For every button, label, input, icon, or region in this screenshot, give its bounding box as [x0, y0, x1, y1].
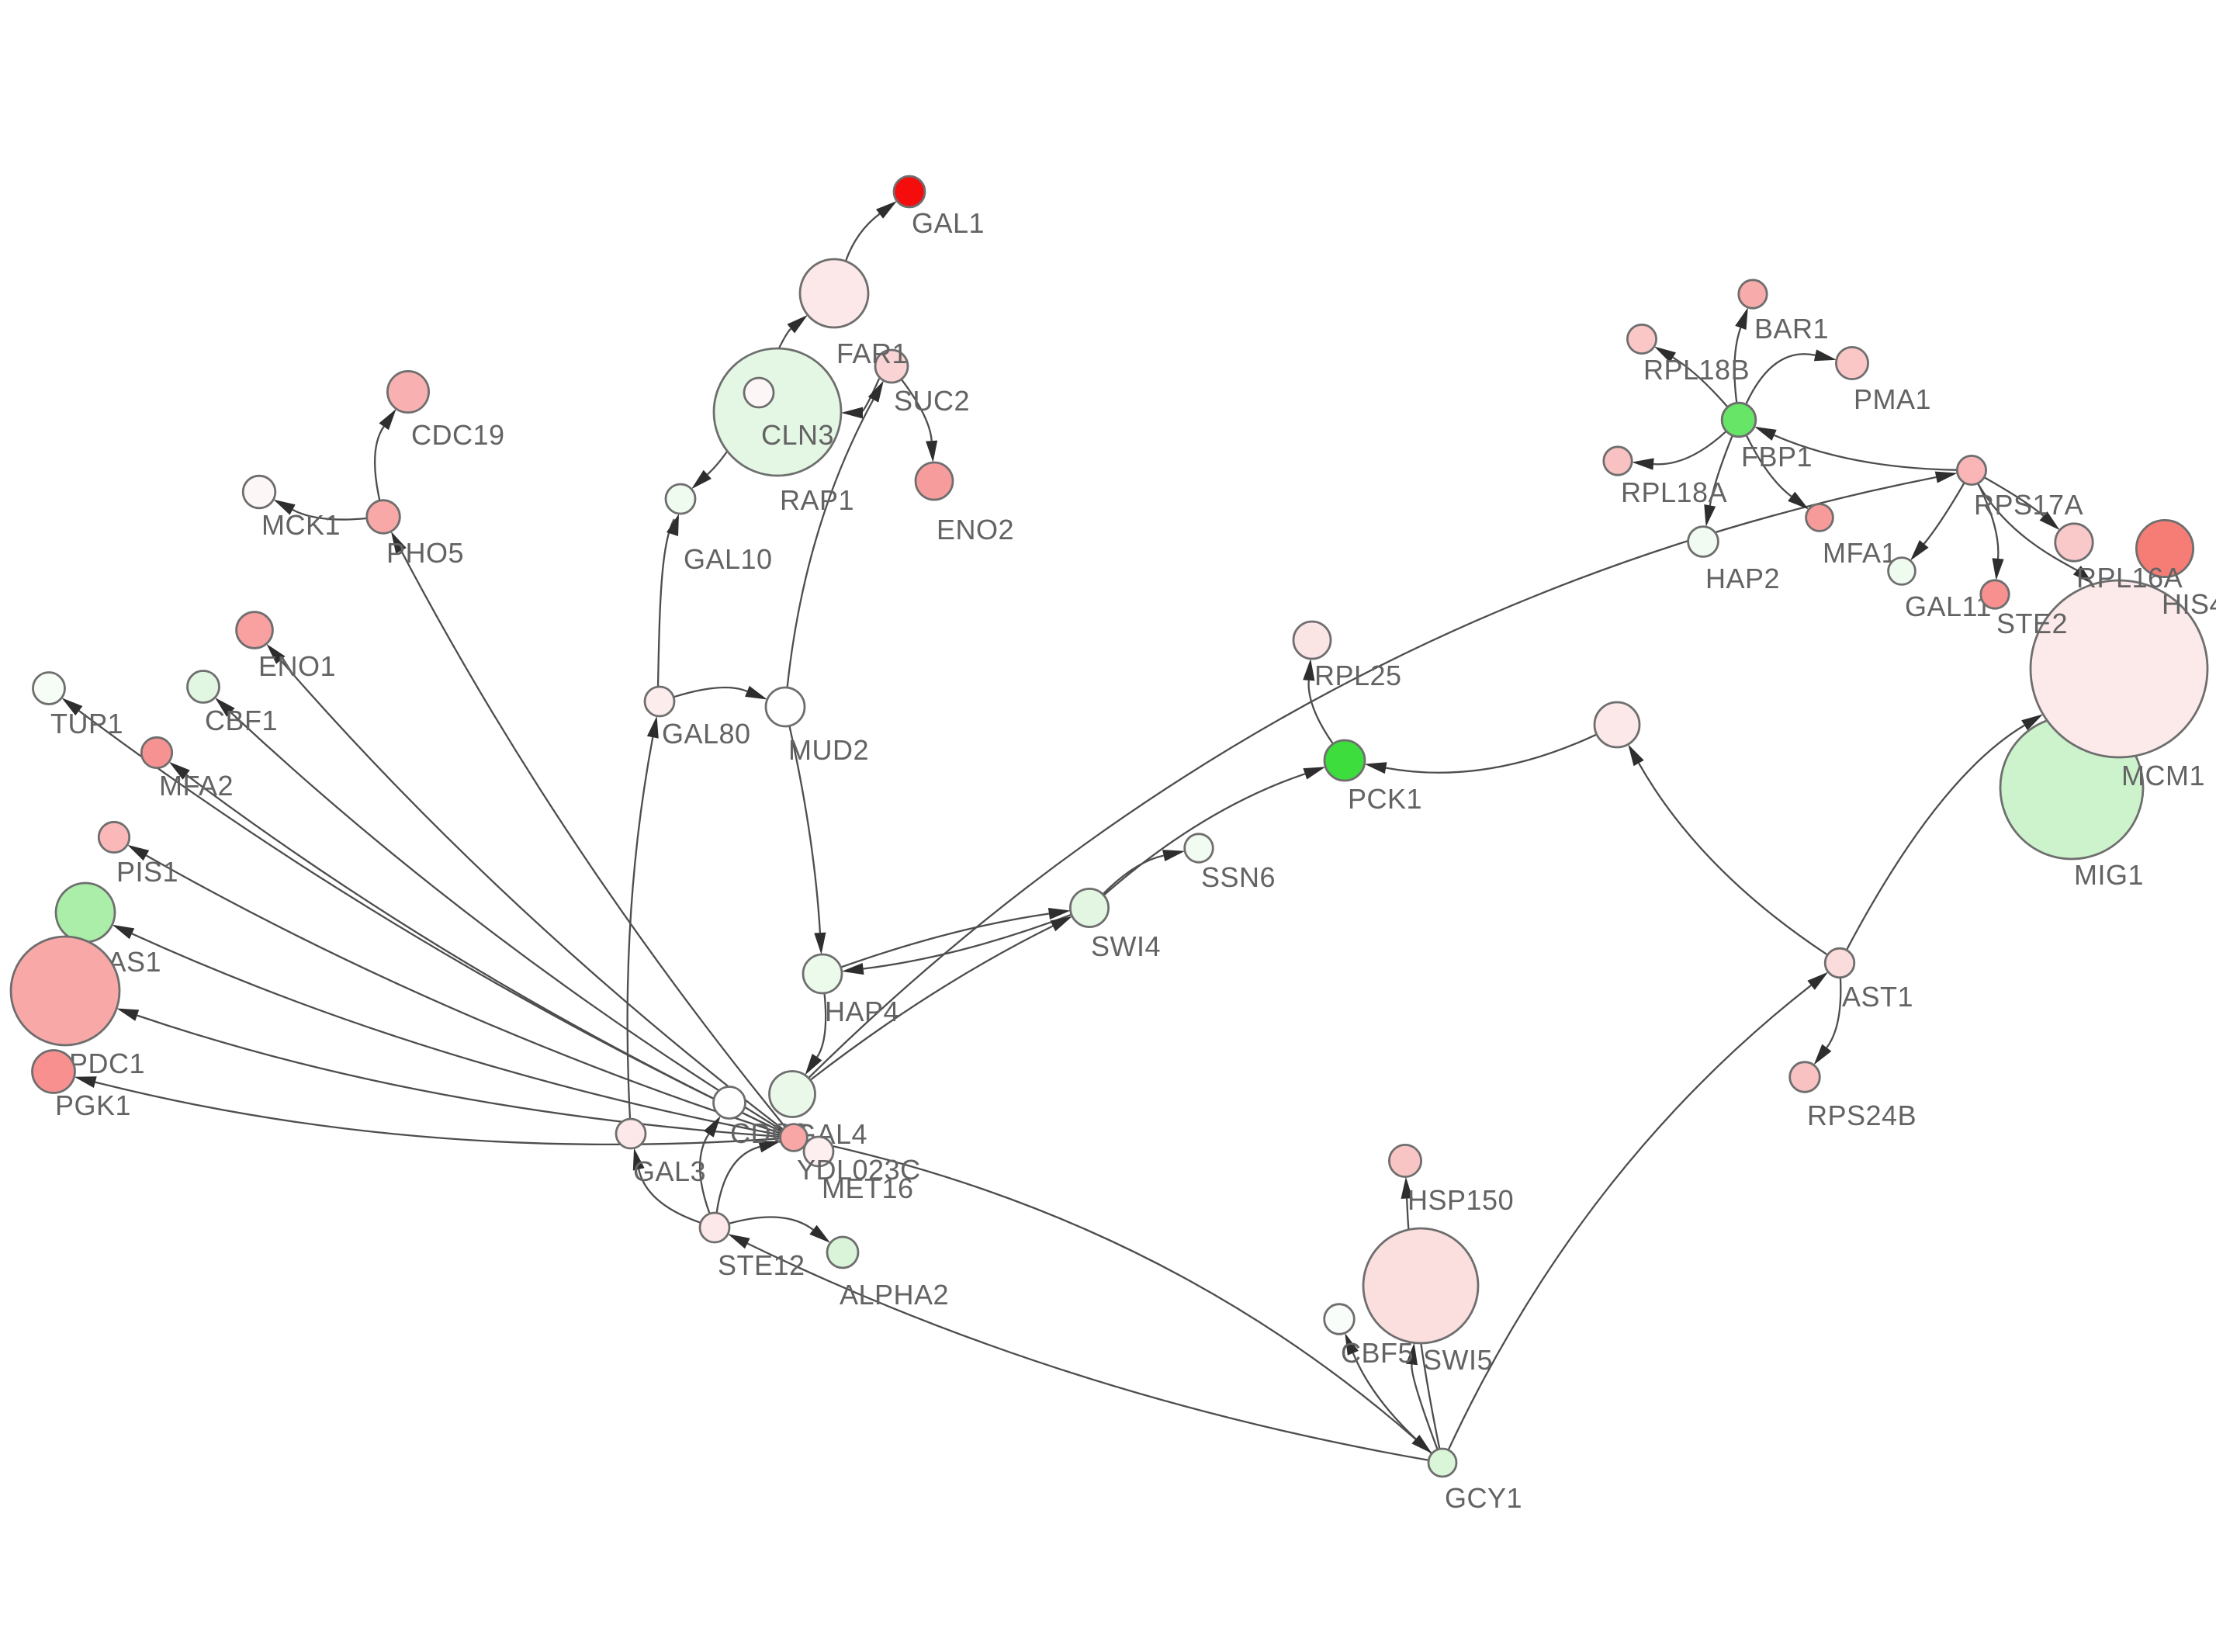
svg-text:GCY1: GCY1	[1445, 1482, 1522, 1514]
svg-text:PGK1: PGK1	[55, 1089, 131, 1121]
svg-text:CLN3: CLN3	[761, 419, 834, 451]
svg-text:GAL80: GAL80	[662, 718, 751, 750]
svg-text:YDL023C: YDL023C	[797, 1154, 921, 1186]
svg-text:AST1: AST1	[1842, 981, 1913, 1013]
svg-text:MCK1: MCK1	[261, 509, 341, 541]
svg-text:MIG1: MIG1	[2074, 859, 2144, 891]
svg-text:MFA1: MFA1	[1823, 537, 1897, 569]
svg-text:GAL10: GAL10	[684, 543, 773, 575]
svg-text:CBF1: CBF1	[205, 705, 278, 736]
svg-text:RPS24B: RPS24B	[1807, 1100, 1916, 1131]
svg-text:RAP1: RAP1	[780, 484, 854, 516]
svg-text:MFA2: MFA2	[159, 770, 234, 802]
svg-text:RPL25: RPL25	[1314, 660, 1402, 691]
svg-text:PMA1: PMA1	[1854, 383, 1931, 415]
svg-text:RPL18A: RPL18A	[1621, 476, 1727, 508]
svg-text:HAP4: HAP4	[825, 996, 899, 1027]
svg-text:FBP1: FBP1	[1741, 441, 1813, 473]
svg-text:SWI4: SWI4	[1091, 930, 1161, 962]
svg-text:CDC19: CDC19	[411, 419, 505, 451]
svg-text:SWI5: SWI5	[1423, 1344, 1493, 1376]
svg-text:HAP2: HAP2	[1705, 563, 1780, 594]
svg-text:PCK1: PCK1	[1348, 783, 1422, 815]
svg-text:TUP1: TUP1	[50, 708, 123, 739]
svg-text:RPS17A: RPS17A	[1974, 489, 2083, 521]
svg-text:BAR1: BAR1	[1754, 313, 1829, 345]
svg-text:ENO1: ENO1	[258, 650, 336, 682]
svg-text:PHO5: PHO5	[386, 537, 464, 569]
svg-text:MUD2: MUD2	[788, 734, 869, 766]
svg-text:FAR1: FAR1	[836, 338, 908, 369]
svg-text:RPL18B: RPL18B	[1643, 354, 1750, 386]
svg-text:MCM1: MCM1	[2121, 760, 2205, 791]
svg-text:SSN6: SSN6	[1201, 861, 1276, 893]
svg-text:HSP150: HSP150	[1408, 1184, 1514, 1216]
svg-text:GAL3: GAL3	[633, 1155, 706, 1187]
svg-text:RPL16A: RPL16A	[2076, 562, 2183, 594]
svg-text:ALPHA2: ALPHA2	[840, 1279, 949, 1311]
svg-text:ENO2: ENO2	[937, 514, 1014, 545]
svg-text:GAL11: GAL11	[1905, 590, 1992, 622]
svg-text:PDC1: PDC1	[69, 1048, 145, 1079]
svg-text:CBF5: CBF5	[1341, 1337, 1414, 1369]
svg-text:HIS4: HIS4	[2162, 588, 2216, 620]
svg-text:MET16: MET16	[822, 1172, 914, 1204]
svg-text:SUC2: SUC2	[894, 385, 970, 417]
svg-text:STE2: STE2	[1996, 608, 2068, 639]
svg-text:STE12: STE12	[718, 1249, 805, 1281]
svg-text:PIS1: PIS1	[116, 856, 178, 888]
svg-text:GAL1: GAL1	[912, 207, 985, 239]
